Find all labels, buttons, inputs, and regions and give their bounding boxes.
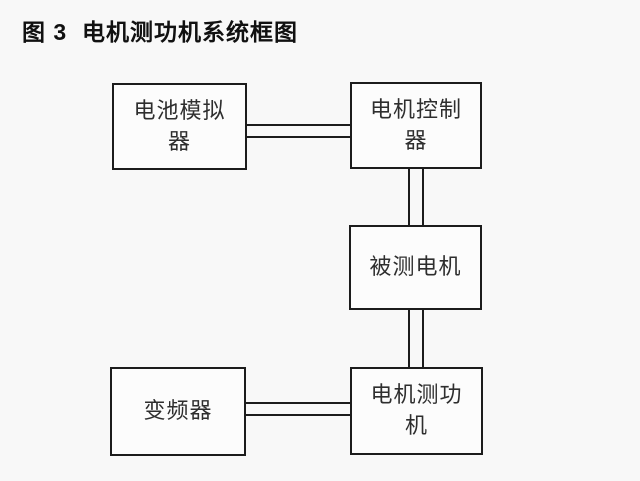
connector-inverter-to-dynamometer [246, 402, 350, 416]
connector-controller-to-motor [408, 169, 424, 225]
block-motor-controller: 电机控制 器 [350, 82, 482, 169]
connector-battery-to-controller [247, 124, 350, 138]
block-inverter: 变频器 [110, 367, 246, 456]
block-motor-dynamometer: 电机测功 机 [350, 367, 483, 455]
connector-motor-to-dynamometer [408, 310, 424, 367]
figure-title: 图 3 电机测功机系统框图 [22, 19, 298, 45]
block-motor-under-test: 被测电机 [349, 225, 482, 310]
block-battery-simulator: 电池模拟 器 [112, 83, 247, 170]
